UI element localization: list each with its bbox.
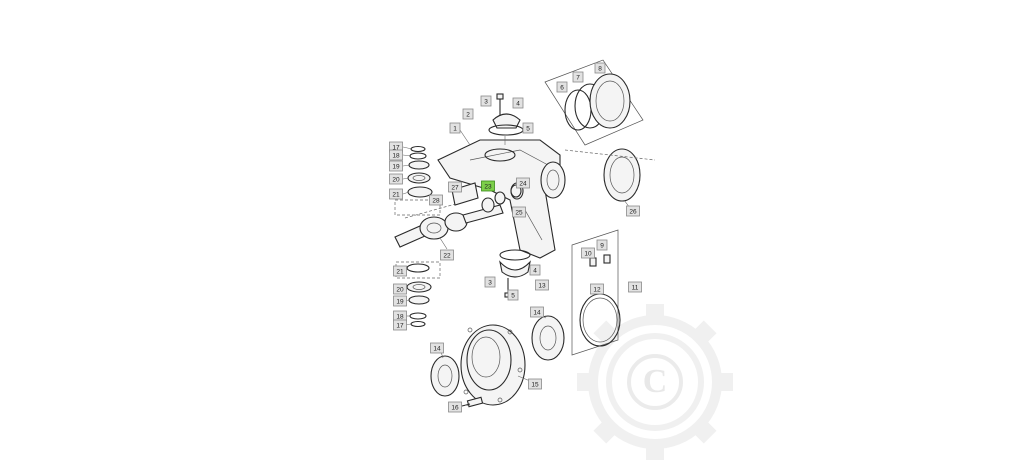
part-callout-4a[interactable]: 4 (512, 97, 524, 109)
watermark-letter: C (643, 363, 668, 400)
part-callout-19b[interactable]: 19 (393, 295, 407, 307)
part-callout-number: 6 (560, 85, 564, 92)
part-callout-13[interactable]: 13 (535, 279, 549, 291)
part-callout-number: 13 (538, 283, 546, 290)
part-callout-number: 27 (451, 185, 459, 192)
part-callout-number: 4 (516, 101, 520, 108)
part-callout-5a[interactable]: 5 (522, 122, 534, 134)
part-callout-number: 11 (632, 285, 639, 292)
part-callout-20b[interactable]: 20 (393, 283, 407, 295)
part-callout-25[interactable]: 25 (512, 206, 526, 218)
part-callout-8[interactable]: 8 (594, 62, 606, 74)
part-callout-15[interactable]: 15 (528, 378, 542, 390)
part-callout-number: 9 (600, 243, 604, 250)
wheel-bearing-left (430, 355, 460, 397)
part-callout-number: 7 (576, 75, 580, 82)
part-callout-3b[interactable]: 3 (484, 276, 496, 288)
part-callout-number: 19 (396, 299, 404, 306)
part-callout-number: 17 (392, 145, 400, 152)
part-callout-number: 10 (584, 251, 592, 258)
part-callout-24[interactable]: 24 (516, 177, 530, 189)
part-callout-number: 3 (484, 99, 488, 106)
part-callout-27[interactable]: 27 (448, 181, 462, 193)
part-callout-6[interactable]: 6 (556, 81, 568, 93)
part-callout-number: 17 (396, 323, 404, 330)
upper-bearing-stack (394, 145, 441, 216)
part-callout-9[interactable]: 9 (596, 239, 608, 251)
part-callout-20a[interactable]: 20 (389, 173, 403, 185)
part-callout-23[interactable]: 23 (481, 180, 495, 192)
part-callout-12[interactable]: 12 (590, 283, 604, 295)
part-callout-number: 2 (466, 112, 470, 119)
part-callout-number: 19 (392, 164, 400, 171)
part-callout-number: 21 (396, 269, 404, 276)
wheel-bearing-right (531, 315, 565, 361)
part-callout-11[interactable]: 11 (628, 281, 642, 293)
part-callout-number: 12 (593, 287, 601, 294)
part-callout-26[interactable]: 26 (626, 205, 640, 217)
part-callout-number: 22 (443, 253, 451, 260)
part-callout-number: 18 (396, 314, 404, 321)
ring-assembly-box (571, 229, 621, 356)
part-callout-3[interactable]: 3 (480, 95, 492, 107)
part-callout-number: 21 (392, 192, 400, 199)
part-callout-number: 20 (396, 287, 404, 294)
part-callout-number: 14 (433, 346, 441, 353)
part-callout-number: 20 (392, 177, 400, 184)
drive-shaft-joint (394, 199, 504, 248)
part-callout-number: 26 (629, 209, 637, 216)
part-callout-4b[interactable]: 4 (529, 264, 541, 276)
part-callout-number: 15 (531, 382, 539, 389)
part-callout-number: 14 (533, 310, 541, 317)
part-callout-1[interactable]: 1 (449, 122, 461, 134)
part-callout-number: 16 (451, 405, 459, 412)
part-callout-7[interactable]: 7 (572, 71, 584, 83)
part-callout-10[interactable]: 10 (581, 247, 595, 259)
seal-rings-upper-right (544, 59, 644, 146)
watermark-gear-logo: C (577, 304, 733, 460)
part-callout-14a[interactable]: 14 (530, 306, 544, 318)
part-callout-number: 4 (533, 268, 537, 275)
part-callout-21b[interactable]: 21 (393, 265, 407, 277)
part-callout-number: 28 (432, 198, 440, 205)
part-callout-number: 24 (519, 181, 527, 188)
part-callout-18a[interactable]: 18 (389, 149, 403, 161)
part-callout-number: 23 (484, 184, 492, 191)
part-callout-17b[interactable]: 17 (393, 319, 407, 331)
wheel-hub (460, 324, 526, 406)
part-callout-22[interactable]: 22 (440, 249, 454, 261)
part-callout-5b[interactable]: 5 (507, 289, 519, 301)
part-callout-16[interactable]: 16 (448, 401, 462, 413)
part-callout-number: 18 (392, 153, 400, 160)
part-callout-2[interactable]: 2 (462, 108, 474, 120)
part-callout-number: 25 (515, 210, 523, 217)
part-callout-number: 8 (598, 66, 602, 73)
large-seal-26 (564, 148, 656, 202)
part-callout-number: 1 (453, 126, 457, 133)
part-callout-14b[interactable]: 14 (430, 342, 444, 354)
part-callout-19a[interactable]: 19 (389, 160, 403, 172)
part-callout-number: 5 (526, 126, 530, 133)
part-callout-18b[interactable]: 18 (393, 310, 407, 322)
part-callout-28[interactable]: 28 (429, 194, 443, 206)
part-callout-number: 5 (511, 293, 515, 300)
steering-knuckle-housing (437, 139, 566, 259)
part-callout-21a[interactable]: 21 (389, 188, 403, 200)
part-callout-number: 3 (488, 280, 492, 287)
